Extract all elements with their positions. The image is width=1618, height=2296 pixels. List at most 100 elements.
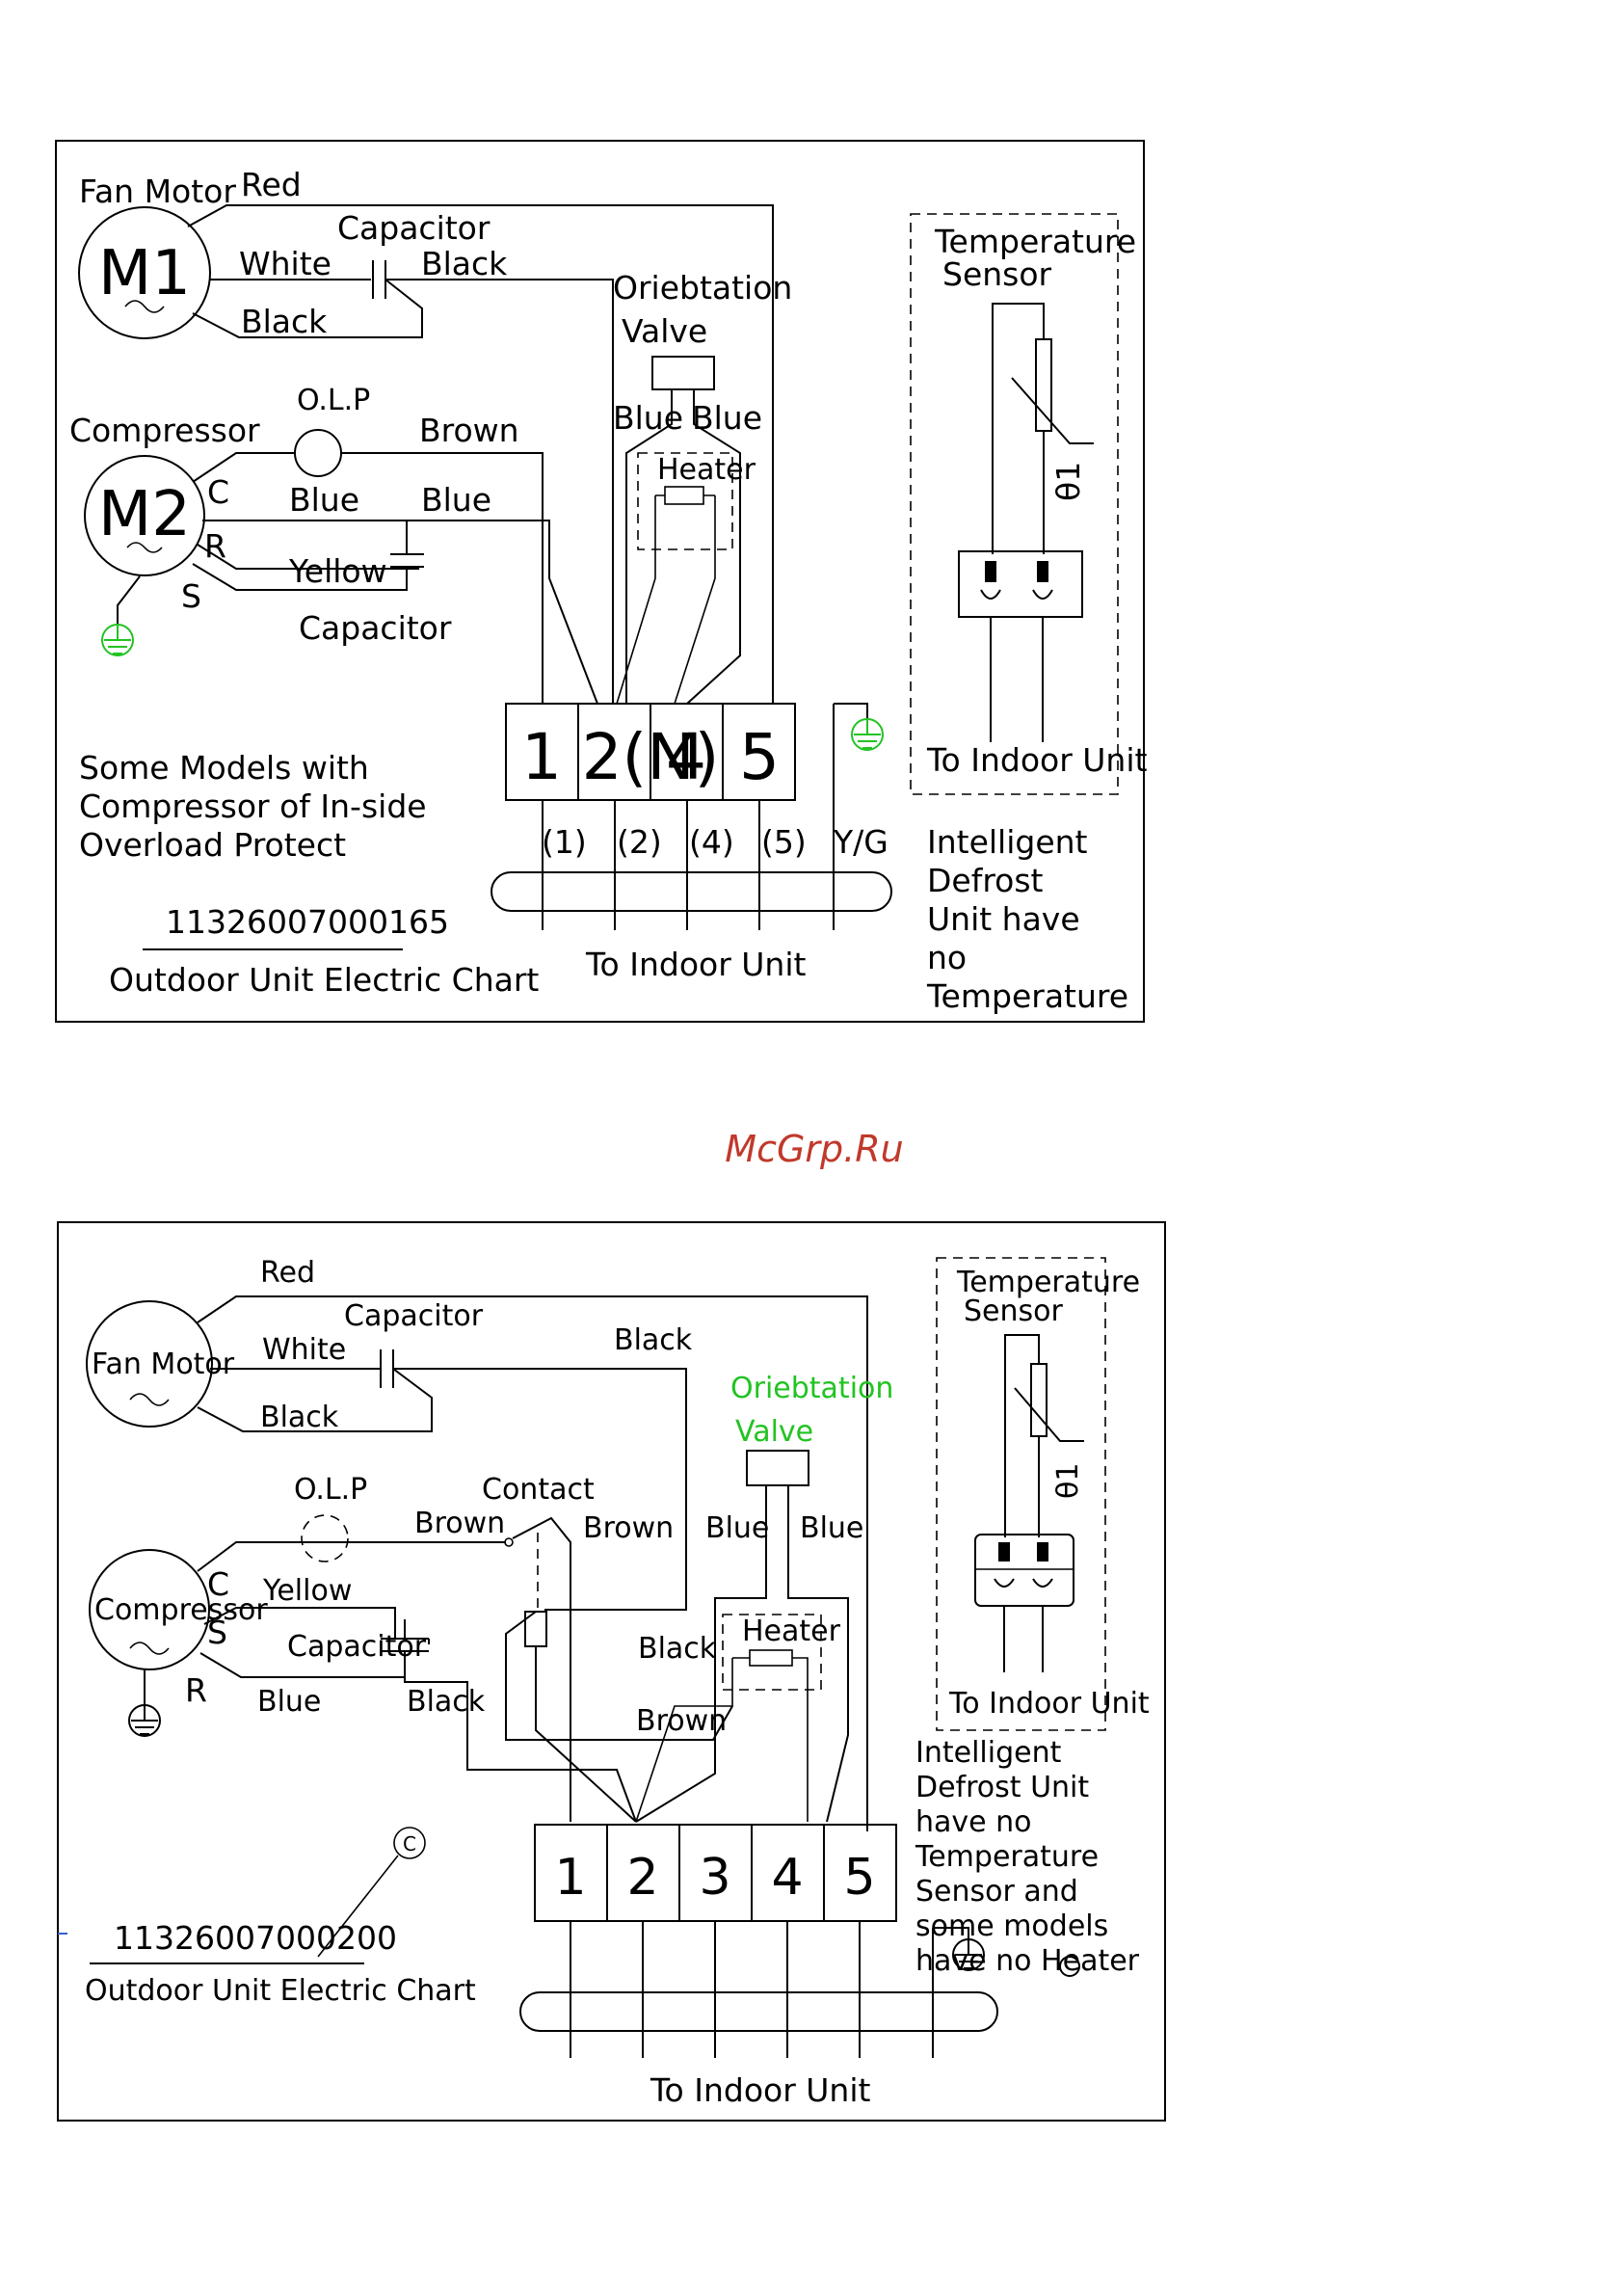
wires-to-indoor-1 bbox=[542, 704, 835, 930]
brown-label-b: Brown bbox=[583, 1511, 674, 1545]
valve-wire-left bbox=[625, 389, 673, 704]
copyright-icon bbox=[393, 1827, 426, 1859]
intel-2-2: Defrost Unit bbox=[915, 1771, 1089, 1804]
temp-label-1: Temperature bbox=[934, 223, 1136, 260]
blue-bot-label: Blue bbox=[257, 1685, 321, 1719]
note-line-3: Overload Protect bbox=[79, 826, 346, 864]
m1-label: M1 bbox=[98, 238, 191, 309]
black-mid-label: Black bbox=[638, 1632, 717, 1666]
sub-terminal-4: (4) bbox=[689, 823, 734, 861]
terminal-s-2: S bbox=[207, 1614, 227, 1651]
capacitor-label-2: Capacitor bbox=[344, 1299, 484, 1333]
intel-2-1: Intelligent bbox=[915, 1736, 1062, 1770]
thermistor-1 bbox=[1035, 338, 1052, 432]
brown-label: Brown bbox=[419, 412, 519, 449]
olp-label-2: O.L.P bbox=[294, 1473, 367, 1507]
terminal-c-2: C bbox=[207, 1565, 229, 1603]
sub-terminal-1: (1) bbox=[542, 823, 587, 861]
brown-bot-label: Brown bbox=[636, 1704, 727, 1738]
olp-label: O.L.P bbox=[297, 384, 370, 417]
brown-label-a: Brown bbox=[414, 1507, 505, 1540]
heater-label-2: Heater bbox=[742, 1615, 841, 1648]
black-label-a: Black bbox=[421, 245, 508, 282]
intel-2-4: Temperature bbox=[915, 1840, 1099, 1874]
blue-label-a: Blue bbox=[289, 481, 359, 519]
black-top-label: Black bbox=[614, 1323, 693, 1357]
wire-c-olp bbox=[192, 452, 295, 483]
ground-icon bbox=[101, 624, 134, 656]
temp-sensor-box-2 bbox=[936, 1257, 1106, 1731]
ground-icon-2 bbox=[851, 718, 884, 751]
wire-red bbox=[187, 204, 774, 704]
terminal-s: S bbox=[181, 577, 201, 615]
intel-2-3: have no bbox=[915, 1805, 1032, 1839]
wire-black-fan bbox=[192, 279, 423, 338]
heater-label: Heater bbox=[657, 453, 756, 487]
copyright-label: C bbox=[403, 1832, 416, 1855]
intel-1-4: no bbox=[927, 939, 967, 976]
valve-coil bbox=[651, 356, 715, 390]
connector-2 bbox=[974, 1534, 1074, 1607]
terminal-5: 5 bbox=[739, 720, 780, 794]
valve-wire-right bbox=[686, 389, 741, 705]
intel-1-5: Temperature bbox=[926, 977, 1128, 1015]
valve-blue-left: Blue bbox=[613, 399, 683, 437]
terminal-2-5: 5 bbox=[843, 1849, 875, 1907]
intel-2-5: Sensor and bbox=[915, 1875, 1078, 1909]
contact-label: Contact bbox=[482, 1473, 595, 1507]
compressor-label: Compressor bbox=[69, 412, 260, 449]
part-number-1: 11326007000165 bbox=[166, 903, 449, 941]
chart-2-frame bbox=[57, 1221, 1166, 2122]
temp-label-2: Sensor bbox=[942, 255, 1052, 293]
valve-label-1: Oriebtation bbox=[613, 269, 792, 307]
wire-r bbox=[197, 544, 419, 570]
thermistor-2 bbox=[1030, 1363, 1048, 1437]
wire-s bbox=[192, 563, 408, 591]
terminal-c: C bbox=[207, 473, 229, 511]
theta-label-2: θ1 bbox=[1051, 1463, 1085, 1499]
to-indoor-label-2: To Indoor Unit bbox=[650, 2071, 870, 2109]
part-number-2: 11326007000200 bbox=[114, 1919, 397, 1957]
terminal-4: 4 bbox=[666, 720, 706, 794]
compressor-label-2: Compressor bbox=[94, 1593, 268, 1627]
terminal-1: 1 bbox=[521, 720, 562, 794]
wire-blue bbox=[202, 520, 598, 705]
chart-1-frame bbox=[55, 140, 1145, 1023]
white-label-2: White bbox=[262, 1333, 346, 1367]
to-indoor-right-2: To Indoor Unit bbox=[948, 1687, 1150, 1721]
wire-black-top-2 bbox=[393, 1368, 687, 1611]
valve-blue-right: Blue bbox=[692, 399, 762, 437]
m2-label: M2 bbox=[98, 479, 191, 550]
terminal-2n: 2(N) bbox=[582, 720, 720, 794]
black-label-b: Black bbox=[241, 303, 328, 340]
to-indoor-label-1: To Indoor Unit bbox=[585, 946, 806, 983]
intel-2-7: have no Heater bbox=[915, 1944, 1140, 1978]
olp-symbol-2 bbox=[301, 1514, 349, 1562]
yellow-label: Yellow bbox=[288, 552, 387, 590]
compressor-m2 bbox=[84, 455, 205, 576]
terminal-r: R bbox=[204, 527, 226, 565]
theta-label-1: θ1 bbox=[1049, 462, 1087, 501]
compressor-2 bbox=[89, 1549, 210, 1670]
chart-2: Fan Motor Red Capacitor White Black Blac… bbox=[57, 1221, 1166, 2122]
terminal-r-2: R bbox=[185, 1671, 207, 1709]
valve-label-2: Valve bbox=[622, 312, 707, 350]
fan-motor-m1 bbox=[78, 206, 211, 339]
to-indoor-right-1: To Indoor Unit bbox=[926, 741, 1147, 779]
wire-black-capacitor bbox=[385, 279, 614, 704]
cable-bundle-2 bbox=[519, 1991, 998, 2032]
red-label: Red bbox=[241, 166, 302, 203]
wire-red-2 bbox=[197, 1295, 868, 1831]
ground-icon-4 bbox=[952, 1938, 985, 1971]
intel-1-1: Intelligent bbox=[927, 823, 1088, 861]
intel-1-2: Defrost bbox=[927, 862, 1044, 899]
sub-terminal-2: (2) bbox=[617, 823, 662, 861]
yellow-label-2: Yellow bbox=[262, 1574, 352, 1608]
wire-brown-2 bbox=[512, 1516, 571, 1822]
black-fan-label: Black bbox=[260, 1401, 339, 1434]
valve-blue-left-2: Blue bbox=[705, 1511, 769, 1545]
heater-wires bbox=[616, 495, 716, 705]
fan-motor-2 bbox=[86, 1300, 213, 1428]
capacitor2-label-2: Capacitor bbox=[287, 1630, 427, 1664]
heater-element bbox=[664, 486, 704, 505]
